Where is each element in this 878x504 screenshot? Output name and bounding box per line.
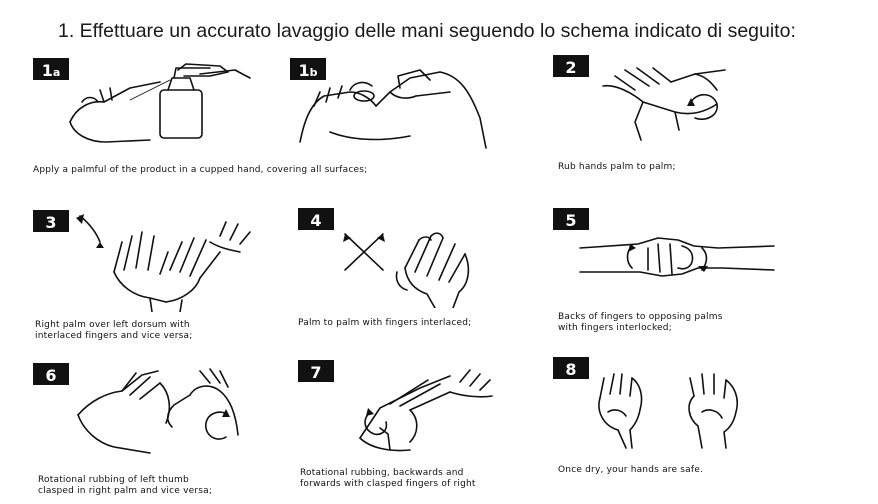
fingers-interlocked-icon — [578, 228, 778, 288]
step-4-number: 4 — [310, 211, 322, 230]
step-4-caption: Palm to palm with fingers interlaced; — [298, 318, 472, 328]
step-1a-number: 1 — [41, 61, 53, 80]
step-3-caption-line-2: interlaced fingers and vice versa; — [35, 331, 193, 341]
fingertip-rotation-icon — [330, 368, 510, 458]
step-1a-letter: a — [52, 66, 61, 79]
fingers-interlaced-icon — [335, 218, 505, 308]
step-1b-badge: 1b — [290, 58, 326, 80]
dry-safe-hands-icon — [590, 368, 770, 453]
step-3-caption-line-1: Right palm over left dorsum with — [35, 320, 190, 330]
palm-over-dorsum-icon — [70, 212, 260, 312]
step-1-caption: Apply a palmful of the product in a cupp… — [33, 165, 368, 175]
step-6-caption-line-2: clasped in right palm and vice versa; — [38, 486, 213, 496]
step-1a-badge: 1a — [33, 58, 69, 80]
step-6-number: 6 — [45, 366, 57, 385]
step-7-caption-line-1: Rotational rubbing, backwards and — [300, 468, 464, 478]
step-3-badge: 3 — [33, 210, 69, 232]
step-8-badge: 8 — [553, 357, 589, 379]
step-5-caption-line-1: Backs of fingers to opposing palms — [558, 312, 723, 322]
thumb-rotation-icon — [70, 365, 250, 465]
step-4-badge: 4 — [298, 208, 334, 230]
step-5-badge: 5 — [553, 208, 589, 230]
step-7-number: 7 — [310, 363, 322, 382]
step-5-number: 5 — [565, 211, 577, 230]
step-2-caption: Rub hands palm to palm; — [558, 162, 676, 172]
cupped-hand-soap-icon — [290, 62, 500, 152]
step-1b-number: 1 — [298, 61, 310, 80]
step-6-caption-line-1: Rotational rubbing of left thumb — [38, 475, 189, 485]
step-5-caption-line-2: with fingers interlocked; — [558, 323, 672, 333]
step-2-badge: 2 — [553, 55, 589, 77]
palm-to-palm-icon — [595, 62, 745, 142]
step-7-badge: 7 — [298, 360, 334, 382]
step-3-number: 3 — [45, 213, 57, 232]
step-2-number: 2 — [565, 58, 577, 77]
dispenser-hand-icon — [60, 62, 260, 152]
step-6-badge: 6 — [33, 363, 69, 385]
step-8-number: 8 — [565, 360, 577, 379]
step-7-caption-line-2: forwards with clasped fingers of right — [300, 479, 476, 489]
step-8-caption: Once dry, your hands are safe. — [558, 465, 704, 475]
heading: 1. Effettuare un accurato lavaggio delle… — [58, 20, 796, 42]
step-1b-letter: b — [309, 66, 318, 79]
